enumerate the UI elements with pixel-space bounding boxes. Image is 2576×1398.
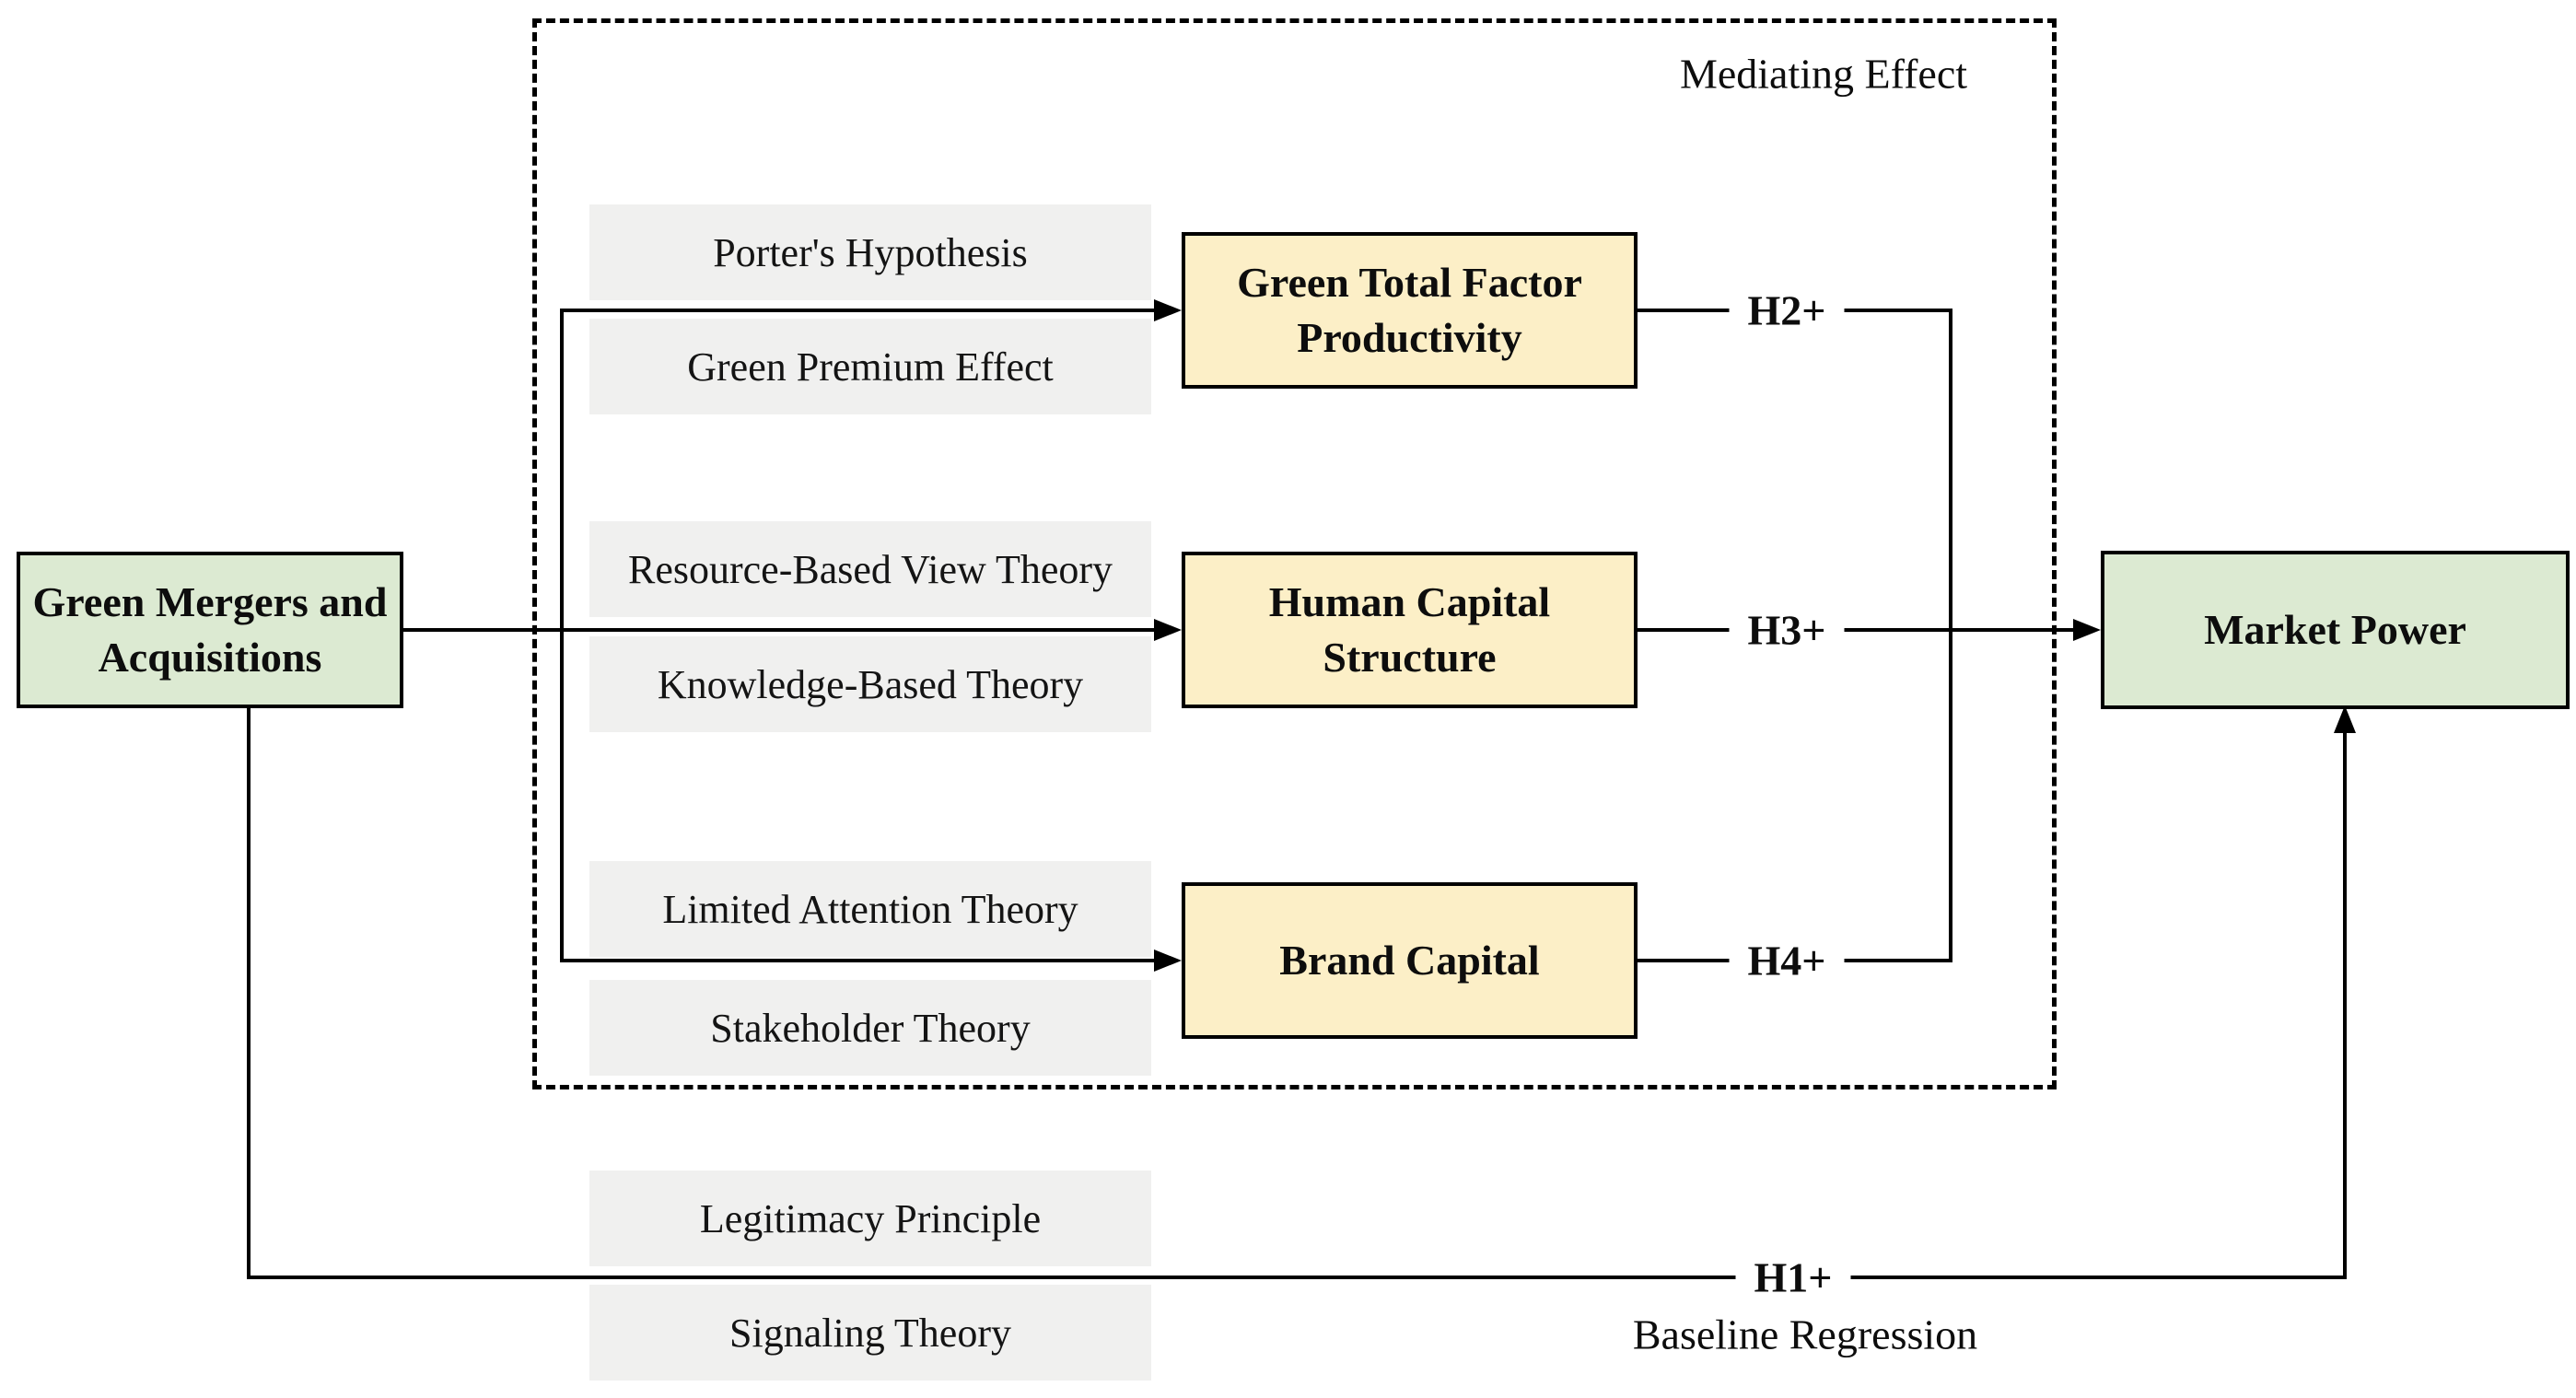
arrowhead-to-brand-capital xyxy=(1154,949,1182,972)
mediating-effect-region xyxy=(532,18,2057,1089)
theory-porters-hypothesis: Porter's Hypothesis xyxy=(589,204,1151,300)
mediating-effect-label: Mediating Effect xyxy=(1679,50,1968,98)
main-horizontal-line xyxy=(403,628,1154,632)
h1-left-vertical-line xyxy=(247,708,251,1279)
h2-branch-line xyxy=(562,309,1154,312)
h1-horizontal-line xyxy=(247,1276,2347,1279)
hypothesis-h4-label: H4+ xyxy=(1729,934,1845,987)
node-green-mergers-acquisitions: Green Mergers and Acquisitions xyxy=(17,552,403,708)
theory-legitimacy-principle: Legitimacy Principle xyxy=(589,1171,1151,1266)
branch-vertical-line xyxy=(560,309,564,962)
h1-right-vertical-line xyxy=(2343,731,2347,1279)
theory-green-premium-effect: Green Premium Effect xyxy=(589,319,1151,414)
theory-resource-based-view: Resource-Based View Theory xyxy=(589,521,1151,617)
hypothesis-h3-label: H3+ xyxy=(1729,603,1845,657)
node-brand-capital: Brand Capital xyxy=(1182,882,1638,1039)
mediator-bus-line xyxy=(1949,309,1952,962)
arrowhead-up-to-market-power xyxy=(2334,705,2356,733)
h4-branch-line xyxy=(562,959,1154,962)
arrowhead-to-human-capital xyxy=(1154,619,1182,641)
arrowhead-to-market-power xyxy=(2073,619,2101,641)
h3-connector-line xyxy=(1638,628,2073,632)
theory-knowledge-based: Knowledge-Based Theory xyxy=(589,636,1151,732)
arrowhead-to-gtfp xyxy=(1154,299,1182,321)
theory-limited-attention: Limited Attention Theory xyxy=(589,861,1151,957)
hypothesis-h2-label: H2+ xyxy=(1729,284,1845,337)
baseline-regression-label: Baseline Regression xyxy=(1632,1311,1978,1358)
node-green-total-factor-productivity: Green Total Factor Productivity xyxy=(1182,232,1638,389)
theory-stakeholder: Stakeholder Theory xyxy=(589,980,1151,1076)
node-human-capital-structure: Human Capital Structure xyxy=(1182,552,1638,708)
node-market-power: Market Power xyxy=(2101,551,2570,709)
hypothesis-h1-label: H1+ xyxy=(1735,1251,1851,1304)
theory-signaling: Signaling Theory xyxy=(589,1285,1151,1381)
